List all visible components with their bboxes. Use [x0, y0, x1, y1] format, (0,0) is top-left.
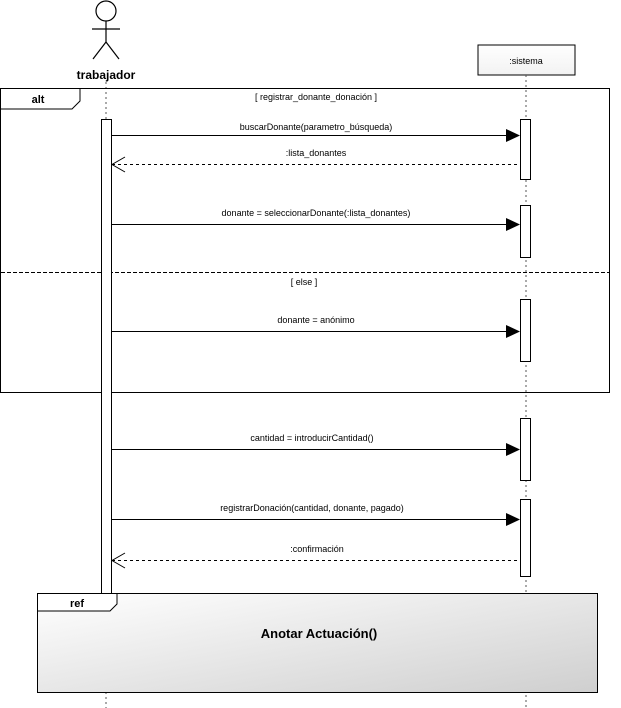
message-seleccionar-donante-label: donante = seleccionarDonante(:lista_dona…: [222, 208, 411, 218]
message-donante-anonimo-label: donante = anónimo: [277, 315, 354, 325]
alt-fragment-tab: [0, 88, 81, 110]
system-activation-4: [520, 418, 531, 481]
system-activation-3: [520, 299, 531, 362]
actor-icon: [92, 0, 120, 60]
ref-interaction-label: Anotar Actuación(): [261, 626, 378, 641]
actor-activation-bar: [101, 119, 112, 598]
return-confirmacion: [110, 552, 520, 569]
message-introducir-cantidad-label: cantidad = introducirCantidad(): [250, 433, 373, 443]
alt-guard-else: [ else ]: [291, 277, 318, 287]
system-activation-2: [520, 205, 531, 258]
ref-operator-label: ref: [70, 598, 84, 610]
message-buscar-donante: [112, 129, 520, 142]
message-registrar-donacion: [112, 513, 520, 526]
alt-guard-main: [ registrar_donante_donación ]: [255, 92, 377, 102]
return-lista-donantes: [110, 156, 520, 173]
alt-fragment: [0, 88, 610, 393]
system-activation-1: [520, 119, 531, 180]
system-participant-box: [477, 44, 576, 76]
ref-fragment-tab: [37, 593, 118, 612]
system-participant-label: :sistema: [509, 56, 543, 66]
message-registrar-donacion-label: registrarDonación(cantidad, donante, pag…: [220, 503, 404, 513]
alt-operator-label: alt: [32, 94, 45, 106]
message-donante-anonimo: [112, 325, 520, 338]
return-confirmacion-label: :confirmación: [290, 544, 344, 554]
ref-fragment: [37, 593, 598, 693]
message-seleccionar-donante: [112, 218, 520, 231]
actor-label: trabajador: [77, 68, 136, 82]
message-buscar-donante-label: buscarDonante(parametro_búsqueda): [240, 122, 393, 132]
message-introducir-cantidad: [112, 443, 520, 456]
return-lista-donantes-label: :lista_donantes: [286, 148, 347, 158]
system-activation-5: [520, 499, 531, 577]
